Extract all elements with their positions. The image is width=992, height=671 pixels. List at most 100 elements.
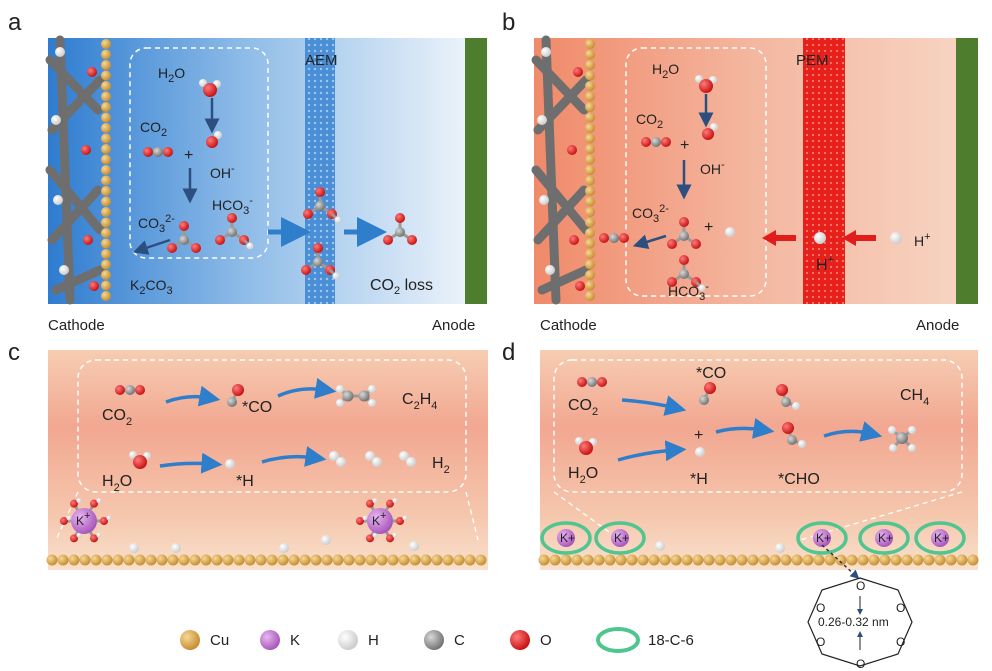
h-atom (575, 437, 583, 445)
h-atom (545, 265, 555, 275)
cu-atom (321, 554, 333, 566)
o-atom (366, 534, 374, 543)
o-atom (383, 235, 393, 245)
o-atom (386, 534, 394, 543)
cu-atom (409, 554, 421, 566)
c-atom (781, 397, 791, 407)
cu-atom (134, 554, 146, 566)
cu-atom (101, 196, 111, 207)
cu-atom (585, 259, 595, 270)
o-atom (510, 630, 530, 650)
o-atom (90, 499, 98, 508)
cu-atom (824, 554, 836, 566)
cu-atom (585, 49, 595, 60)
cu-atom (714, 554, 726, 566)
h-atom (798, 440, 806, 448)
h-atom (888, 426, 896, 434)
h-atom (199, 79, 207, 87)
co3-label-b: CO32- (632, 203, 669, 225)
cu-atom (233, 554, 245, 566)
c-atom (787, 435, 797, 445)
h-atom (51, 115, 61, 125)
h-atom (279, 543, 289, 553)
cu-atom (923, 554, 935, 566)
o-atom (366, 499, 374, 508)
cu-atom (868, 554, 880, 566)
cu-atom (101, 154, 111, 165)
cu-atom (549, 554, 561, 566)
c-atom (358, 390, 370, 402)
o-atom (699, 79, 713, 93)
o-atom (569, 235, 579, 245)
ch4-label: CH4 (900, 387, 929, 408)
o-atom (702, 128, 714, 140)
legend-label-h: H (368, 632, 379, 649)
zoom-box-b (625, 47, 767, 297)
cu-atom (585, 217, 595, 228)
cu-atom (101, 102, 111, 112)
cho-ads-label: *CHO (778, 471, 820, 488)
crown-distance-label: 0.26-0.32 nm (818, 615, 889, 629)
o-atom (70, 534, 78, 543)
cu-atom (244, 554, 256, 566)
cu-atom (123, 554, 135, 566)
cu-atom (747, 554, 759, 566)
cu-atom (156, 554, 168, 566)
o-atom (203, 83, 217, 97)
cu-atom (332, 554, 344, 566)
k-atom (260, 630, 280, 650)
cu-atom (780, 554, 792, 566)
h-atom (214, 131, 222, 139)
cu-atom (255, 554, 267, 566)
o-atom (641, 137, 651, 147)
cu-atom (585, 144, 595, 154)
h2o-label-c: H2O (102, 473, 132, 494)
cu-atom (585, 270, 595, 280)
o-atom (776, 384, 788, 396)
cu-atom (101, 238, 111, 249)
oh-label-b: OH- (700, 159, 725, 177)
o-atom (396, 517, 404, 525)
cathode-fibers-a (45, 35, 105, 305)
anode-label-a: Anode (432, 317, 475, 334)
crown-o-right-top: O (896, 601, 905, 615)
cu-atom (967, 554, 979, 566)
cu-atom (431, 554, 443, 566)
crown-ether-structure: O O O O O O 0.26-0.32 nm (807, 577, 913, 671)
o-atom (163, 147, 173, 157)
o-atom (573, 67, 583, 77)
h-atom (96, 532, 102, 538)
h-atom (332, 272, 340, 280)
cu-atom (277, 554, 289, 566)
cu-atom (46, 554, 58, 566)
co2-label-a: CO2 (140, 119, 167, 139)
h-atom (372, 498, 378, 504)
cu-atom (101, 280, 111, 291)
anode-label-b: Anode (916, 317, 959, 334)
c-atom (342, 390, 354, 402)
cu-atom (101, 228, 111, 238)
arrow-co2-to-co-d (621, 395, 687, 416)
co-ads-label-c: *CO (242, 399, 272, 416)
arrow-to-cathode-b (632, 234, 667, 249)
zoom-guide-d-left (553, 491, 621, 541)
anode-plate-a (465, 38, 487, 304)
cu-atom (585, 165, 595, 175)
o-atom (313, 243, 323, 253)
zoom-guide-d-right (799, 491, 963, 541)
crown-o-right-bottom: O (896, 635, 905, 649)
h-atom (96, 498, 102, 504)
crown-k-label-3: K+ (878, 531, 893, 545)
cu-atom (585, 133, 595, 144)
crown-ring-2 (796, 521, 848, 555)
cu-atom (538, 554, 550, 566)
hco3-label-b: HCO3- (668, 281, 709, 303)
o-atom (661, 137, 671, 147)
cu-atom (934, 554, 946, 566)
cu-atom (68, 554, 80, 566)
h-atom (365, 451, 375, 461)
cu-atom (582, 554, 594, 566)
membrane-label-a: AEM (305, 52, 338, 69)
molecules-a (143, 79, 417, 280)
panel-letter-d: d (502, 339, 515, 366)
